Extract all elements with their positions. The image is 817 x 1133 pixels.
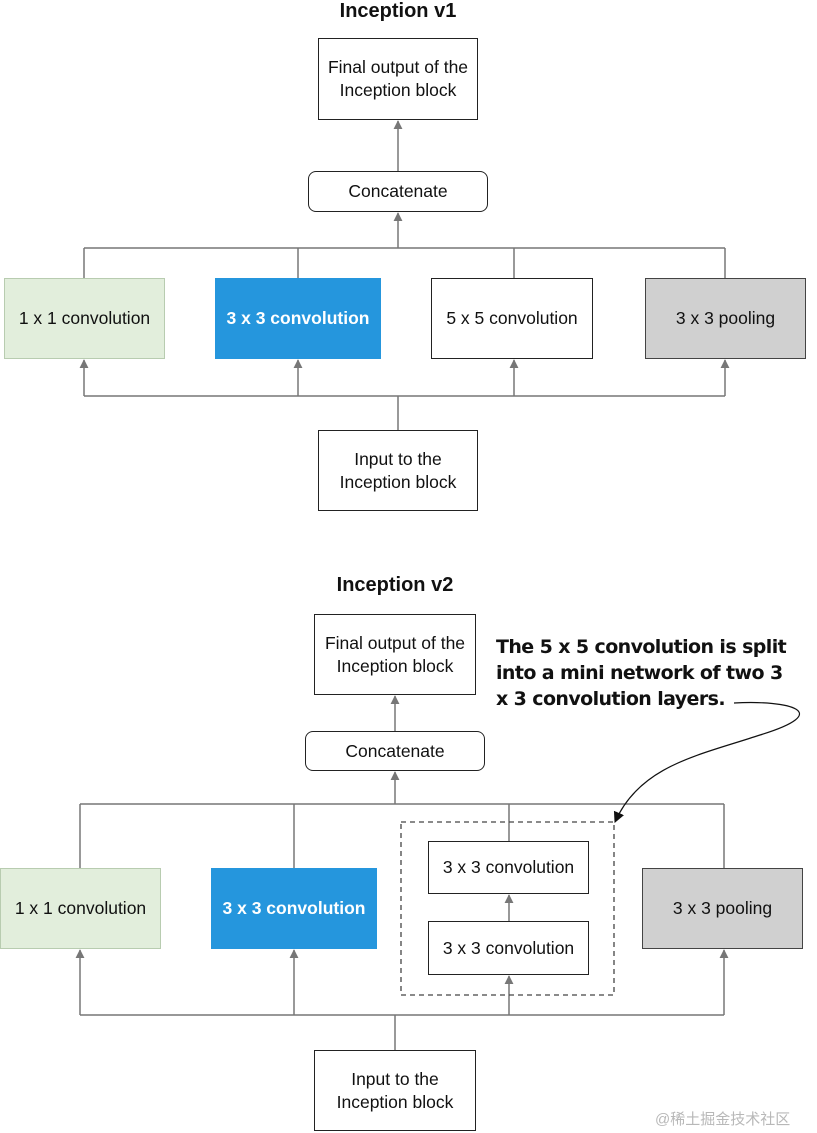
v2-mini-conv-top-box: 3 x 3 convolution bbox=[428, 841, 589, 894]
v2-conv1x1-box: 1 x 1 convolution bbox=[0, 868, 161, 949]
mini-network-group bbox=[400, 821, 615, 996]
v1-conv5x5-box: 5 x 5 convolution bbox=[431, 278, 593, 359]
v2-final-output-box: Final output of the Inception block bbox=[314, 614, 476, 695]
v1-pooling-box: 3 x 3 pooling bbox=[645, 278, 806, 359]
v2-pooling-box: 3 x 3 pooling bbox=[642, 868, 803, 949]
watermark: @稀土掘金技术社区 bbox=[655, 1111, 791, 1128]
annotation-arrow bbox=[613, 701, 801, 824]
v1-input-box: Input to the Inception block bbox=[318, 430, 478, 511]
v2-input-box: Input to the Inception block bbox=[314, 1050, 476, 1131]
inception-v2-title: Inception v2 bbox=[336, 574, 454, 596]
v1-conv1x1-box: 1 x 1 convolution bbox=[4, 278, 165, 359]
v1-concatenate-box: Concatenate bbox=[308, 171, 488, 212]
v2-conv3x3-box: 3 x 3 convolution bbox=[211, 868, 377, 949]
inception-v1-title: Inception v1 bbox=[339, 0, 457, 22]
v2-concatenate-box: Concatenate bbox=[305, 731, 485, 771]
v1-conv3x3-box: 3 x 3 convolution bbox=[215, 278, 381, 359]
v1-final-output-box: Final output of the Inception block bbox=[318, 38, 478, 120]
v2-mini-conv-bottom-box: 3 x 3 convolution bbox=[428, 921, 589, 975]
split-annotation: The 5 x 5 convolution is split into a mi… bbox=[496, 636, 787, 710]
